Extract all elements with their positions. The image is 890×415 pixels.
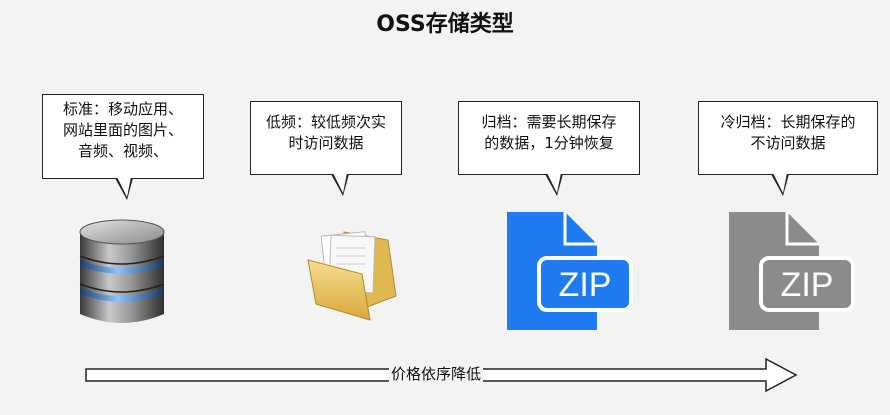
price-arrow: 价格依序降低	[84, 355, 800, 395]
callout-standard: 标准：移动应用、 网站里面的图片、 音频、视频、	[42, 94, 204, 200]
arrow-label: 价格依序降低	[389, 365, 484, 383]
callout-infrequent: 低频：较低频次实 时访问数据	[250, 101, 402, 196]
callout-infrequent-line-2: 时访问数据	[288, 134, 364, 152]
callout-archive-line-1: 归档：需要长期保存	[481, 113, 617, 131]
folder-icon	[307, 231, 397, 321]
callout-archive-line-2: 的数据，1分钟恢复	[484, 134, 614, 152]
zip-label: ZIP	[559, 266, 612, 304]
callout-infrequent-line-1: 低频：较低频次实	[265, 113, 386, 131]
zip-file-icon: ZIP	[507, 212, 633, 330]
callout-cold-archive: 冷归档：长期保存的 不访问数据	[698, 101, 878, 196]
zip-label: ZIP	[781, 266, 834, 304]
callout-cold-archive-line-2: 不访问数据	[750, 134, 826, 152]
callout-standard-line-3: 音频、视频、	[77, 142, 168, 160]
callout-archive: 归档：需要长期保存 的数据，1分钟恢复	[458, 101, 640, 196]
database-icon	[79, 219, 165, 323]
diagram-title: OSS存储类型	[376, 12, 514, 37]
callout-standard-line-1: 标准：移动应用、	[62, 100, 183, 118]
callout-standard-line-2: 网站里面的图片、	[62, 121, 183, 139]
callout-cold-archive-line-1: 冷归档：长期保存的	[720, 113, 856, 131]
zip-file-icon: ZIP	[729, 212, 855, 330]
